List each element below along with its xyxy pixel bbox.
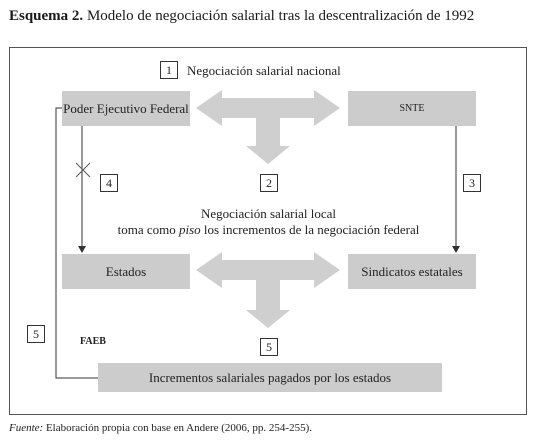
source-prefix: Fuente:	[9, 422, 44, 434]
node-estados: Estados	[62, 254, 190, 289]
local-label-line2: toma como piso los incrementos de la neg…	[0, 222, 537, 238]
diagram-title: Esquema 2. Modelo de negociación salaria…	[9, 7, 529, 25]
faeb-label: FAEB	[80, 336, 106, 347]
local-label-line1: Negociación salarial local	[201, 206, 336, 221]
step-5-marker-left: 5	[27, 325, 45, 343]
source-text: Elaboración propia con base en Andere (2…	[45, 422, 313, 434]
faeb-feedback-line	[55, 107, 98, 379]
diagram-frame	[9, 47, 527, 415]
source-note: Fuente: Elaboración propia con base en A…	[9, 422, 312, 434]
step-3-marker: 3	[463, 174, 481, 192]
cross-mark-b	[75, 162, 91, 178]
node-incrementos-salariales: Incrementos salariales pagados por los e…	[98, 363, 442, 392]
node-snte: SNTE	[348, 91, 476, 126]
node-sindicatos-estatales: Sindicatos estatales	[348, 254, 476, 289]
node-poder-ejecutivo: Poder Ejecutivo Federal	[62, 91, 190, 126]
title-prefix: Esquema 2.	[9, 8, 84, 24]
local-label-post: los incrementos de la negociación federa…	[200, 222, 420, 237]
step-2-marker: 2	[260, 174, 278, 192]
bottom-t-arrow	[196, 252, 340, 328]
step-1-marker: 1	[160, 61, 178, 79]
title-text: Modelo de negociación salarial tras la d…	[86, 8, 475, 24]
step-5-marker-center: 5	[260, 338, 278, 356]
nacional-label: Negociación salarial nacional	[187, 63, 341, 78]
top-t-arrow	[196, 90, 340, 164]
step-4-marker: 4	[100, 174, 118, 192]
local-label-pre: toma como	[117, 222, 179, 237]
local-label-em: piso	[178, 222, 201, 237]
